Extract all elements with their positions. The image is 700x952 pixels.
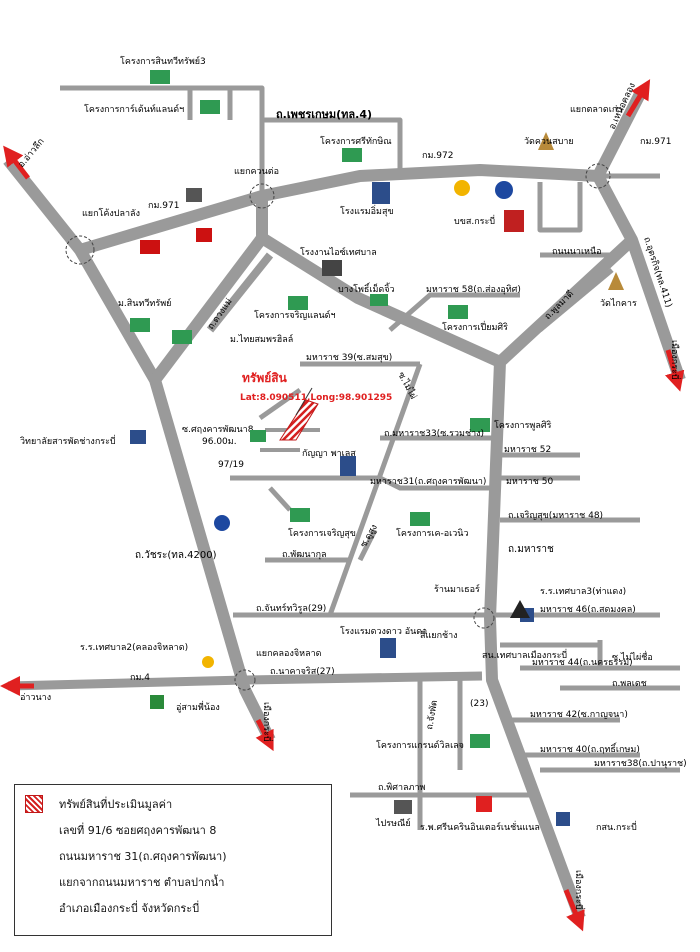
label-wat-kuanman: วัดควนสบาย [524,137,574,147]
label-sawang-chang: สี่แยกช้าง [420,628,458,641]
label-hotel-amanta: โรงแรมดวงดาว อันดา [340,626,427,637]
label-hospital: ร.พ.ศรีนครินอินเตอร์เนชั่นแนล [420,820,540,833]
label-kilo972: กม.972 [422,151,453,161]
label-maharaj39: มหาราช 39(ซ.สมสุข) [306,353,392,363]
label-khlong-jilad: แยกคลองจิหลาด [256,648,322,659]
label-ao-nang: อ่าวนาง [20,693,51,703]
label-factory: โรงงานไอซ์เทศบาล [300,246,377,258]
junction-circles [65,163,611,691]
label-maiphai2: ซ.ไม่ไผ่ชื่อ [612,650,653,663]
building-icons [130,132,624,826]
label-city-3: เมืองกระบี่ [573,870,586,910]
label-thai-somporn: ม.ไทยสมพรฮิลล์ [230,333,293,345]
label-maharaj44: มหาราช 44(ถ.นครธรรม) [532,658,633,668]
main-roads [3,91,686,921]
label-maharaj52: มหาราช 52 [504,445,551,455]
label-post: ไปรษณีย์ [375,817,411,829]
label-city-hall: สน.เทศบาลเมืองกระบี่ [482,648,567,661]
property-coordinates: Lat:8.090511,Long:98.901295 [240,393,392,403]
label-kr-avenue: โครงการเค-อเวนิว [396,528,469,539]
legend-line-2: เลขที่ 91/6 ซอยศฤงคารพัฒนา 8 [59,824,217,837]
label-maharaj40: มหาราช 40(ถ.ฤทธิ์เกษม) [540,742,640,755]
label-kongplalang: แยกโค้งปลาลัง [82,208,140,219]
label-kilo4: กม.4 [130,673,150,683]
label-police: กสน.กระบี่ [596,820,637,833]
label-city-2: เมืองกระบี่ [669,340,682,380]
label-maharaj38: มหาราช38(ถ.ปานุราช) [594,759,687,769]
label-pattanakul: ถ.พัฒนากุล [282,550,327,560]
legend-box: ทรัพย์สินที่ประเมินมูลค่า เลขที่ 91/6 ซอ… [14,784,332,936]
label-jangpai: ถ.จังพัด [425,699,440,730]
legend-property-swatch [25,795,43,813]
label-wat-kao: วัดไกคาร [600,298,637,309]
property-title: ทรัพย์สิน [242,371,288,385]
label-bangkok-mekhew: บางโพธิ์เม็ดจิ้ว [338,282,395,295]
legend-line-3: ถนนมหาราช 31(ถ.ศฤงคารพัฒนา) [59,850,227,863]
label-charoensuk: ถ.เจริญสุข(มหาราช 48) [508,510,603,521]
label-n23: (23) [470,699,488,709]
property-soi-label: ซ.ศฤงคารพัฒนา8 [182,425,254,435]
label-maharaj31: มหาราช31(ถ.ศฤงคารพัฒนา) [370,477,486,487]
label-shop: ร้านมาเธอร์ [434,583,480,595]
legend-line-1: ทรัพย์สินที่ประเมินมูลค่า [59,798,173,811]
legend-line-5: อำเภอเมืองกระบี่ จังหวัดกระบี่ [59,902,200,915]
house-icons [130,70,490,748]
label-city-1: เมืองกระบี่ [261,702,274,742]
label-talad-kao: แยกตลาดเก่า [570,105,622,115]
label-poonsiri: โครงการพูลศิริ [494,420,552,431]
property-distance-label: 96.00ม. [202,437,237,447]
label-school3: ร.ร.เทศบาล3(ท่าแดง) [540,587,626,597]
direction-arrows [0,79,685,932]
junction-labels: แยกควนต่อ แยกโค้งปลาลัง แยกตลาดเก่า แยกค… [82,105,622,659]
label-kilo971b: กม.971 [640,137,671,147]
label-thanna: ถนนนาเหนือ [552,246,602,257]
secondary-roads [60,85,680,830]
label-ptt: บขส.กระบี่ [454,214,495,227]
property-number-label: 97/19 [218,460,244,470]
label-college: วิทยาลัยสารพัดช่างกระบี่ [20,434,116,447]
legend-line-4: แยกจากถนนมหาราช ตำบลปากน้ำ [59,876,225,889]
label-petchkasem: ถ.เพชรเกษม(ทล.4) [276,108,372,121]
label-srithakin: โครงการศรีทักษิณ [320,136,392,147]
label-sinsap: ม.สินทวีทรัพย์ [118,297,171,309]
property-marker [279,387,319,441]
label-school2: ร.ร.เทศบาล2(คลองจิหลาด) [80,642,188,653]
label-ao-luek: อ.อ่าวลึก [16,136,47,170]
label-chantraviroon: ถ.จันทร์ทวิรูล(29) [256,602,326,614]
label-garden: โครงการการ์เด้นท์แลนด์ฯ [84,103,184,115]
label-kanya-place: กัญญา พาเลส [302,449,356,459]
label-grand-view: โครงการแกรนด์วิลเลจ [376,739,464,751]
label-hotel-imsuk: โรงแรมอิ่มสุข [340,204,394,217]
label-sinsap3: โครงการสินทวีทรัพย์3 [120,55,206,67]
label-wachara: ถ.วัชระ(ทล.4200) [135,550,217,561]
label-kilo971a: กม.971 [148,201,179,211]
label-piamsiri: โครงการเปี่ยมศิริ [442,320,508,333]
label-pitakpap: ถ.พิศาลภาพ [378,782,426,793]
place-labels: โครงการสินทวีทรัพย์3 โครงการการ์เด้นท์แล… [20,55,637,833]
label-maharaj58: มหาราช 58(ถ.ส่องอุทิศ) [426,284,521,295]
road-labels: ถ.เพชรเกษม(ทล.4) ถ.อุตรกิจ(ทล.411) ถ.วัช… [130,108,687,793]
label-maharaj50: มหาราช 50 [506,477,554,487]
label-phonlasue: ถ.พลเดช [612,679,647,689]
label-usamphinong: อู่สามพี่น้อง [176,700,220,713]
label-charoensuk-proj: โครงการเจริญสุข [288,528,356,539]
label-kuandor: แยกควนต่อ [234,167,279,177]
label-maharaj: ถ.มหาราช [508,544,554,555]
label-nakharit: ถ.นาคาจริส(27) [270,666,335,677]
label-charoen-land: โครงการจริญแลนด์ฯ [254,309,336,321]
label-maharaj46: มหาราช 46(ถ.สดมงคล) [540,605,636,615]
label-maharaj42: มหาราช 42(ซ.กาญจนา) [530,710,628,720]
label-maharaj33: ถ.มหาราช33(ซ.รวมช่าง) [384,429,484,439]
